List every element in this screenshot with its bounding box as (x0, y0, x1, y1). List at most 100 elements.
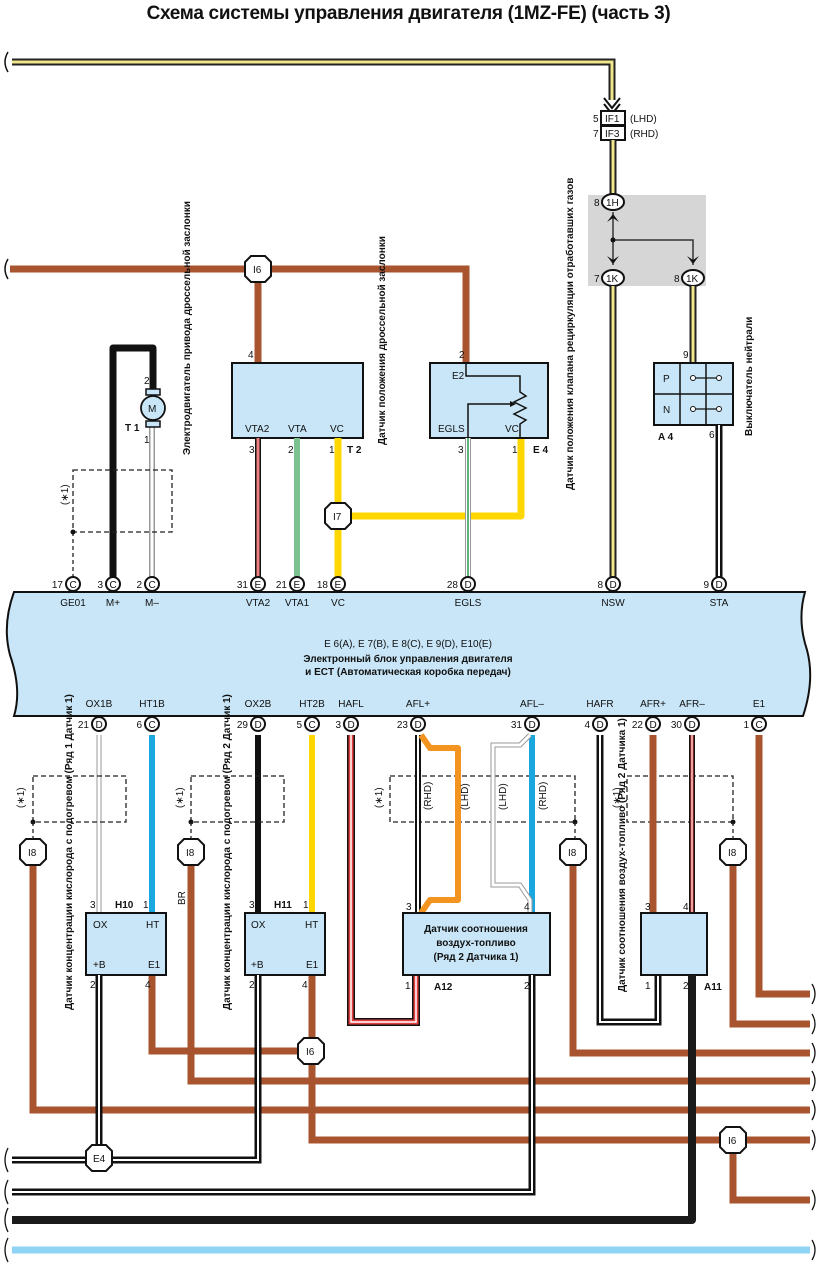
connector-note: (RHD) (630, 129, 658, 140)
pin-label: 2 (249, 980, 255, 991)
ecu-pin-connector: C (309, 720, 316, 731)
component-name: Датчик положения дроссельной заслонки (377, 236, 388, 445)
junction-i8-4: I8 (719, 838, 747, 866)
connector-if1: 5 IF1 (LHD) 7 IF3 (RHD) (593, 110, 658, 141)
ecu-signal-label: VC (331, 598, 345, 609)
variant-note: (LHD) (498, 783, 509, 810)
component-e4: E2 EGLS VC 2 3 1 E 4 (429, 350, 549, 456)
terminal-label: E1 (306, 960, 319, 971)
ecu-signal-label: HAFR (586, 699, 613, 710)
ecu-pin-connector: C (756, 720, 763, 731)
junction-i7: I7 (324, 502, 352, 530)
junction-i8-3: I8 (559, 838, 587, 866)
junction-i8-1: I8 (19, 838, 47, 866)
ecu-pin-number: 17 (52, 580, 64, 591)
ecu-connectors: E 6(A), E 7(B), E 8(C), E 9(D), E10(E) (324, 639, 492, 650)
ecu-signal-label: VTA1 (285, 598, 310, 609)
pin-label: 4 (145, 980, 151, 991)
ecu-pin-number: 21 (276, 580, 288, 591)
shield-a11: (∗1) (612, 775, 736, 825)
ecu-name-line2: и ECT (Автоматическая коробка передач) (305, 666, 511, 678)
ecu-pin: D 29 OX2B (237, 699, 272, 732)
pin-label: 6 (709, 430, 715, 441)
component-name: Датчик соотношения воздух-топливо (Ряд 2… (617, 718, 628, 992)
ecu-signal-label: EGLS (455, 598, 482, 609)
junction-code: I6 (306, 1047, 315, 1058)
ecu-pin-connector: E (335, 580, 342, 591)
pin-label: 3 (90, 900, 96, 911)
ecu-pin-connector: D (96, 720, 103, 731)
pin-label: 5 (593, 114, 599, 125)
component-code: T 2 (347, 445, 362, 456)
ecu-signal-label: HT1B (139, 699, 165, 710)
pin-label: 1 (303, 900, 309, 911)
wire-m-plus (109, 344, 157, 577)
component-name: Электродвигатель привода дроссельной зас… (182, 201, 193, 455)
pin-label: 1 (405, 981, 411, 992)
pin-label: 1 (143, 900, 149, 911)
component-code: T 1 (125, 423, 140, 434)
diagram-title: Схема системы управления двигателя (1MZ-… (146, 3, 671, 24)
pin-label: 4 (248, 350, 254, 361)
shield-note: (∗1) (60, 484, 71, 505)
component-code: A12 (434, 982, 453, 993)
junction-code: I6 (728, 1136, 737, 1147)
pin-label: 2 (683, 981, 689, 992)
ecu-pin-number: 4 (584, 720, 590, 731)
junction-i6-mid: I6 (297, 1037, 325, 1065)
ecu-pin-number: 2 (136, 580, 142, 591)
component-name: (Ряд 2 Датчика 1) (434, 952, 519, 963)
ecu-signal-label: HAFL (338, 699, 364, 710)
variant-note: (RHD) (538, 782, 549, 810)
ecu-pin-number: 3 (335, 720, 341, 731)
component-code: E 4 (533, 445, 548, 456)
ecu-signal-label: OX1B (86, 699, 113, 710)
ecu-signal-label: AFL– (520, 699, 544, 710)
component-code: A11 (704, 982, 722, 993)
pin-label: 1 (645, 981, 651, 992)
wire-a11-ground (12, 975, 696, 1224)
pin-label: 3 (406, 902, 412, 913)
terminal-label: VTA (288, 424, 307, 435)
component-a11: 3 4 1 2 A11 Датчик соотношения воздух-то… (617, 718, 722, 993)
motor-symbol: M (148, 404, 156, 415)
ecu-pin-number: 29 (237, 720, 249, 731)
ecu-pin-number: 6 (136, 720, 142, 731)
terminal-label: HT (305, 920, 318, 931)
wire-afl-plus (415, 733, 461, 915)
terminal-label: E2 (452, 371, 465, 382)
ecu-signal-label: OX2B (245, 699, 272, 710)
wire-hafl (347, 735, 420, 1026)
pin-label: 3 (249, 445, 255, 456)
ecu-pin-number: 31 (511, 720, 523, 731)
ecu-pin-connector: D (650, 720, 657, 731)
pin-label: 4 (683, 902, 689, 913)
junction-code: E4 (93, 1154, 106, 1165)
component-code: H10 (115, 900, 134, 911)
component-a4-neutral-switch: P N A 4 9 6 Выключатель нейтрали (653, 317, 755, 443)
shield-note: (∗1) (374, 787, 385, 808)
ecu-pin-connector: D (255, 720, 262, 731)
ecu-pin-number: 23 (397, 720, 409, 731)
wire-brown-i6-top (4, 258, 470, 362)
junction-e4-ground: E4 (85, 1144, 113, 1172)
ecu-signal-label: HT2B (299, 699, 325, 710)
pin-label: 7 (593, 129, 599, 140)
ecu-pin-number: 1 (743, 720, 749, 731)
ecu-signal-label: STA (710, 598, 729, 609)
ecu-pin: C3M+ (97, 576, 121, 609)
shield-note: (∗1) (16, 787, 27, 808)
wire-a12-ground (12, 975, 536, 1196)
